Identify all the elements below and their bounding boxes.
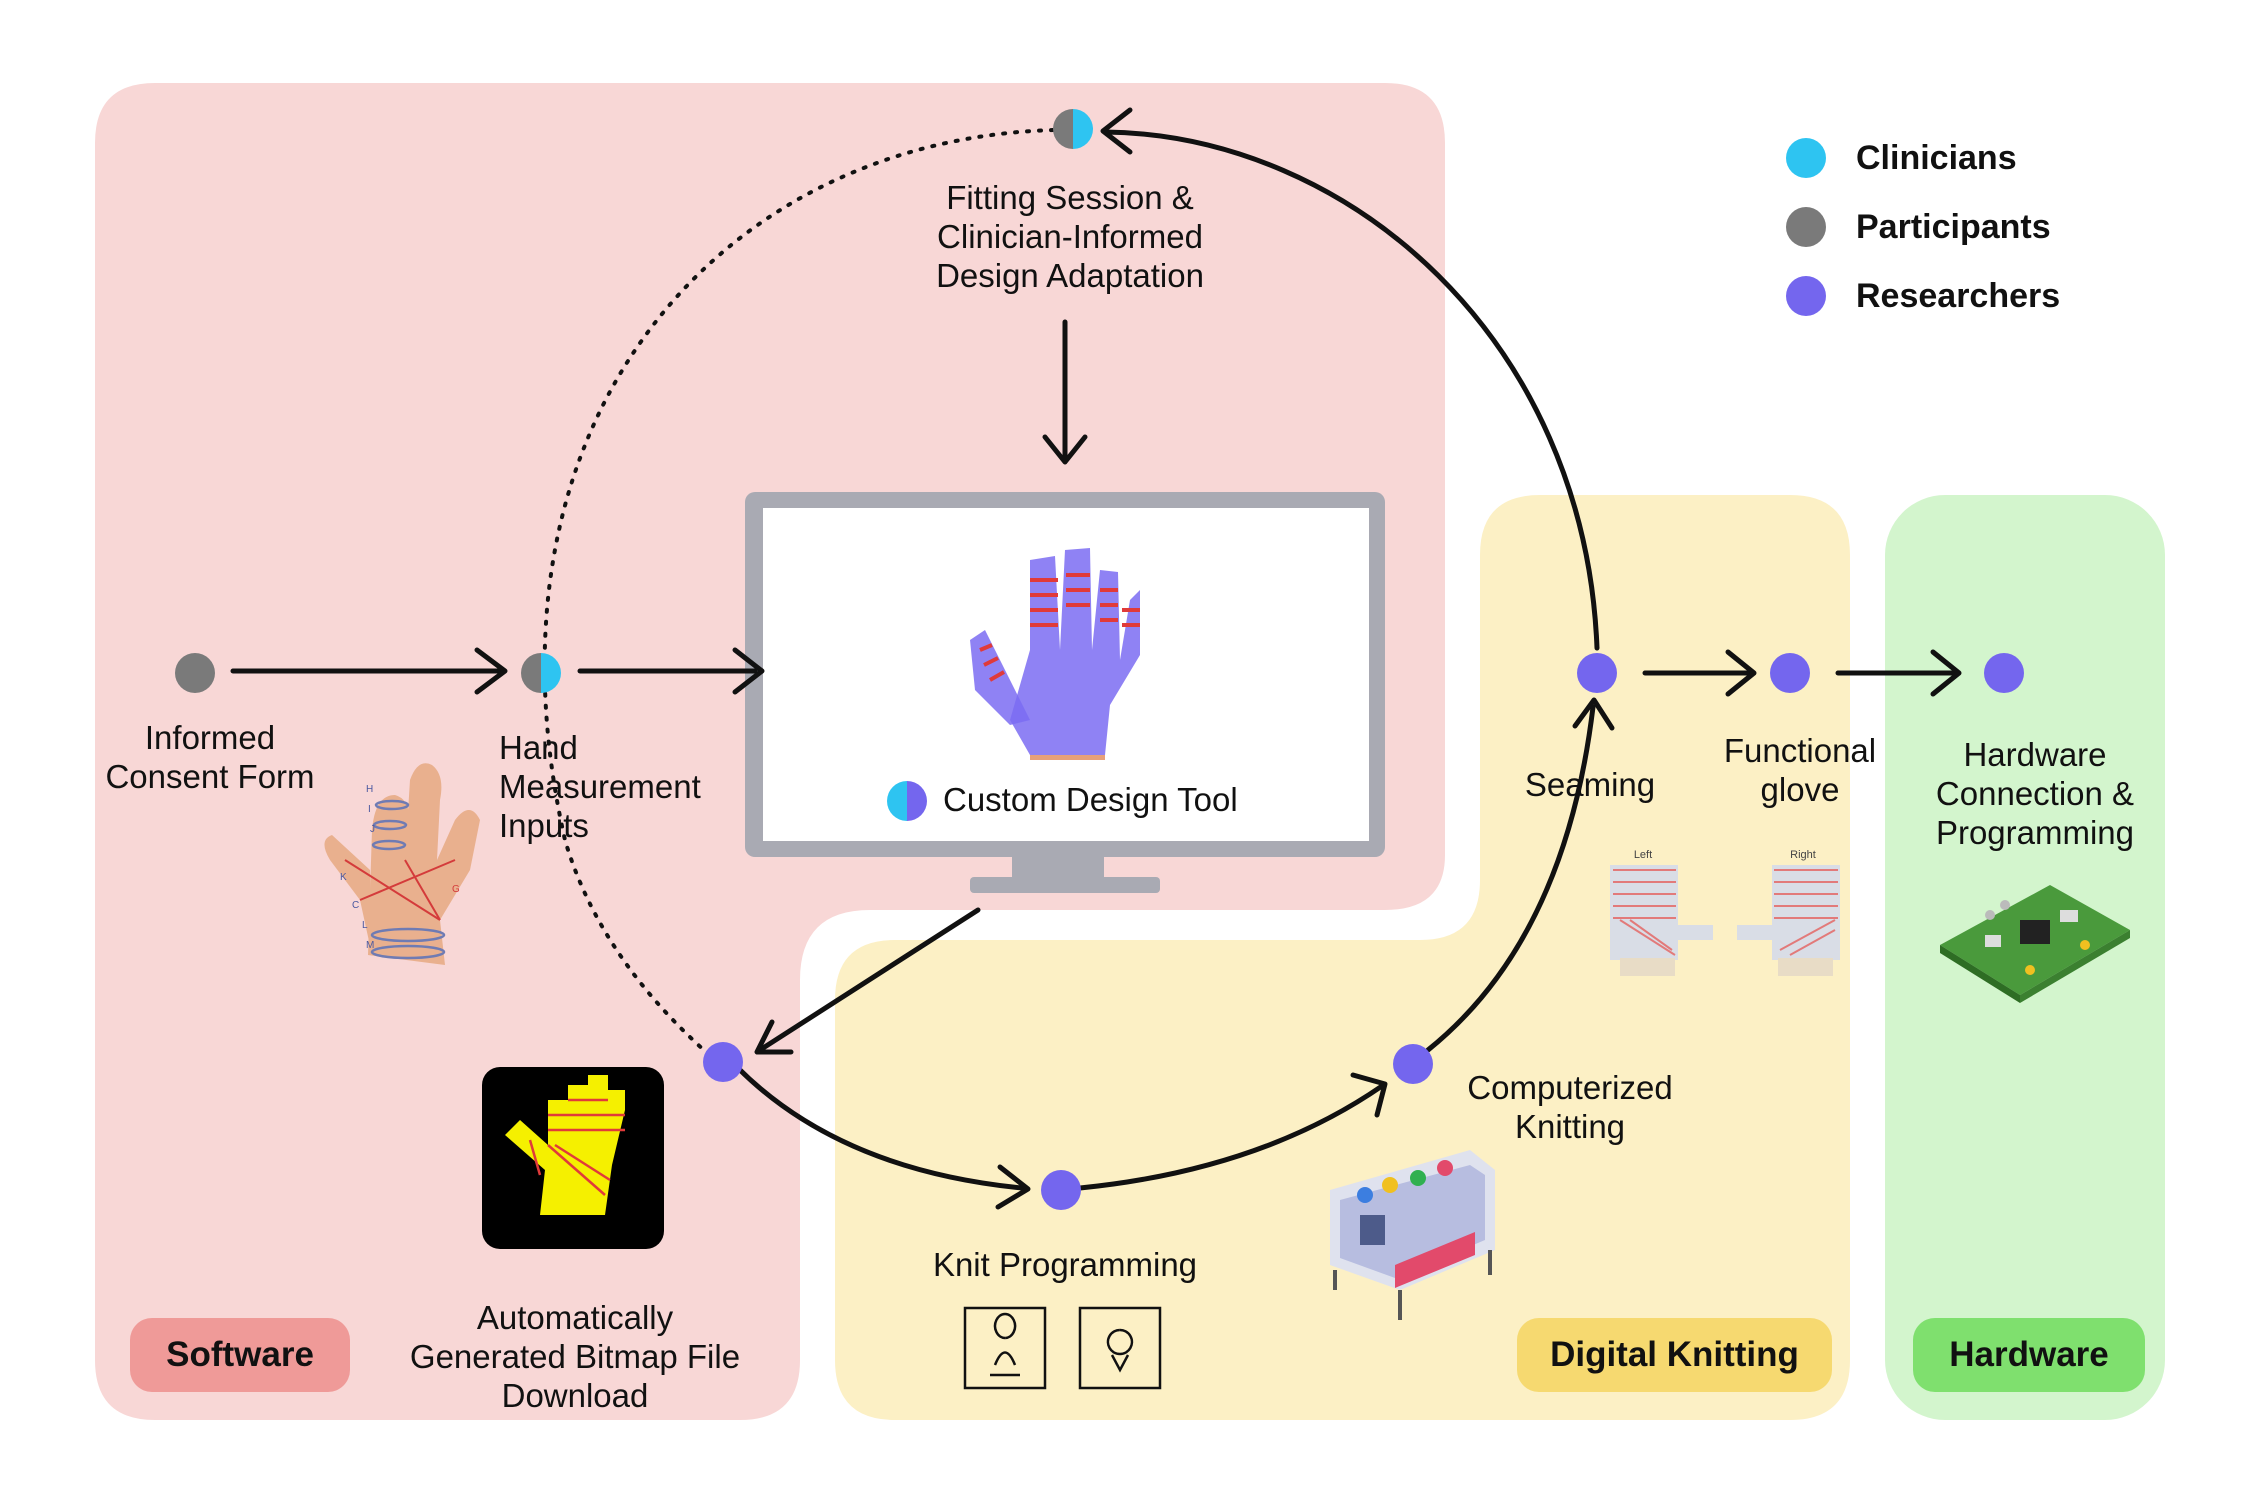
label-bitmap-line-1: Automatically	[476, 1299, 674, 1336]
label-knit-programming: Knit Programming	[900, 1245, 1230, 1284]
arrow-tool-to-bitmap	[757, 907, 981, 1053]
software-badge: Software	[130, 1318, 350, 1392]
hand-letter-j: J	[370, 824, 375, 835]
label-consent-line-2: Consent Form	[105, 758, 315, 795]
legend-dot-clinicians	[1786, 138, 1826, 178]
label-fitting-line-2: Clinician-Informed	[937, 218, 1203, 255]
arrowhead-3	[1042, 434, 1088, 465]
arrow-seaming-to-fitting	[1102, 129, 1600, 651]
arrowhead-6	[1350, 1072, 1388, 1118]
arrow-bitmap-to-knit-programming	[735, 1065, 1025, 1191]
label-computerized-line-2: Knitting	[1514, 1108, 1626, 1145]
legend-item-participants: Participants	[1786, 207, 2051, 247]
label-bitmap-line-2: Generated Bitmap File	[409, 1338, 741, 1375]
glove-pattern-left-label: Left	[1634, 849, 1652, 861]
label-consent: Informed Consent Form	[80, 718, 340, 796]
label-hand-measurement: Hand Measurement Inputs	[499, 728, 701, 845]
label-functional-glove: Functional glove	[1690, 731, 1910, 809]
hand-letter-h: H	[366, 784, 373, 795]
arrowhead-5	[995, 1164, 1031, 1210]
node-consent	[175, 653, 215, 693]
legend-label-researchers: Researchers	[1856, 276, 2061, 315]
design-tool-glove-icon	[970, 548, 1140, 760]
legend-item-clinicians: Clinicians	[1786, 138, 2017, 178]
arrow-knit-to-computerized	[1077, 1083, 1385, 1191]
software-badge-label: Software	[166, 1335, 314, 1374]
label-hardware-connection-line-3: Programming	[1935, 814, 2135, 851]
label-fitting-line-3: Design Adaptation	[936, 257, 1204, 294]
node-functional-glove	[1770, 653, 1810, 693]
node-bitmap	[703, 1042, 743, 1082]
node-fitting	[1053, 109, 1093, 149]
arrowhead-9	[1725, 649, 1757, 697]
arrowhead-2	[732, 647, 765, 695]
arrowhead-10	[1930, 649, 1962, 697]
digital-knitting-badge-label: Digital Knitting	[1550, 1335, 1799, 1374]
hand-letter-l: L	[362, 920, 368, 931]
label-fitting: Fitting Session & Clinician-Informed Des…	[890, 178, 1250, 295]
node-hardware	[1984, 653, 2024, 693]
arrowhead-1	[474, 647, 508, 695]
arrowhead-8	[1100, 107, 1133, 155]
label-computerized-knitting: Computerized Knitting	[1430, 1068, 1710, 1146]
label-design-tool-text: Custom Design Tool	[943, 781, 1238, 818]
label-bitmap-line-3: Download	[501, 1377, 649, 1414]
hardware-badge-label: Hardware	[1949, 1335, 2109, 1374]
label-hand-measurement-line-3: Inputs	[499, 807, 589, 844]
label-functional-glove-line-2: glove	[1760, 771, 1840, 808]
label-hand-measurement-line-1: Hand	[499, 729, 578, 766]
hand-letter-g: G	[452, 884, 460, 895]
hand-letter-m: M	[366, 940, 374, 951]
label-hardware-connection-line-1: Hardware	[1963, 736, 2107, 773]
glove-pattern-right-label: Right	[1790, 849, 1816, 861]
node-design-tool	[887, 781, 927, 821]
label-seaming-text: Seaming	[1524, 766, 1656, 803]
legend-item-researchers: Researchers	[1786, 276, 2060, 316]
knit-programming-icons	[963, 1306, 1162, 1390]
legend-dot-participants	[1786, 207, 1826, 247]
hand-letter-i: I	[368, 804, 371, 815]
label-seaming: Seaming	[1490, 765, 1690, 804]
hand-measurement-icon	[324, 763, 480, 965]
arrow-computerized-to-seaming	[1425, 704, 1596, 1053]
circuit-board-icon	[1940, 885, 2130, 1003]
node-computerized-knitting	[1393, 1044, 1433, 1084]
hand-letter-c: C	[352, 900, 359, 911]
label-consent-line-1: Informed	[144, 719, 276, 756]
label-hardware-connection-line-2: Connection &	[1935, 775, 2135, 812]
label-hand-measurement-line-2: Measurement	[499, 768, 701, 805]
arrowhead-4	[754, 1019, 794, 1055]
label-computerized-line-1: Computerized	[1467, 1069, 1673, 1106]
node-knit-programming	[1041, 1170, 1081, 1210]
knitting-machine-icon	[1330, 1150, 1495, 1320]
label-bitmap: Automatically Generated Bitmap File Down…	[385, 1298, 765, 1415]
label-hardware-connection: Hardware Connection & Programming	[1900, 735, 2170, 852]
hardware-badge: Hardware	[1913, 1318, 2145, 1392]
glove-patterns-icon: Left Right	[1610, 849, 1840, 976]
arrowhead-7	[1572, 697, 1615, 731]
digital-knitting-badge: Digital Knitting	[1517, 1318, 1832, 1392]
legend-label-clinicians: Clinicians	[1856, 138, 2017, 177]
legend-label-participants: Participants	[1856, 207, 2051, 246]
label-fitting-line-1: Fitting Session &	[946, 179, 1194, 216]
hand-letter-k: K	[340, 872, 347, 883]
label-functional-glove-line-1: Functional	[1723, 732, 1877, 769]
label-knit-programming-text: Knit Programming	[932, 1246, 1198, 1283]
node-seaming	[1577, 653, 1617, 693]
node-hand-measurement	[521, 653, 561, 693]
label-design-tool: Custom Design Tool	[943, 780, 1238, 819]
legend-dot-researchers	[1786, 276, 1826, 316]
feedback-dotted-arc	[542, 128, 1055, 1062]
bitmap-file-icon	[482, 1067, 664, 1249]
